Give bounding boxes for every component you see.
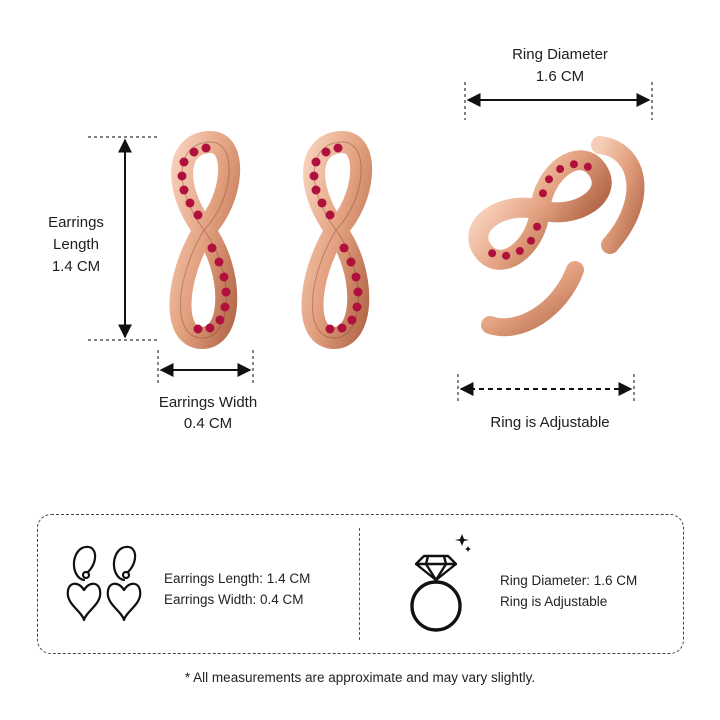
earrings-length-value: 1.4 CM bbox=[51, 258, 101, 275]
ring-diameter-value: 1.6 CM bbox=[535, 68, 585, 85]
earrings-length-label-line2: Length bbox=[53, 236, 99, 253]
ring-diameter-dimension-line bbox=[464, 82, 653, 120]
summary-panel bbox=[37, 514, 684, 654]
ring-diameter-title: Ring Diameter bbox=[512, 46, 608, 63]
earrings-length-dimension-line bbox=[88, 136, 160, 341]
footnote: * All measurements are approximate and m… bbox=[184, 670, 536, 685]
earrings-width-dimension-line bbox=[157, 350, 254, 386]
summary-ring-adjustable: Ring is Adjustable bbox=[500, 594, 608, 609]
summary-divider bbox=[359, 528, 360, 640]
ring-adjustable-label: Ring is Adjustable bbox=[490, 414, 610, 431]
summary-earrings-length: Earrings Length: 1.4 CM bbox=[164, 571, 311, 586]
earrings-length-label-line1: Earrings bbox=[48, 214, 104, 231]
summary-ring-diameter: Ring Diameter: 1.6 CM bbox=[500, 573, 638, 588]
earrings-width-title: Earrings Width bbox=[158, 394, 258, 411]
summary-earrings-width: Earrings Width: 0.4 CM bbox=[164, 592, 304, 607]
ring-adjustable-dimension-line bbox=[457, 374, 635, 404]
earrings-width-value: 0.4 CM bbox=[183, 415, 233, 432]
